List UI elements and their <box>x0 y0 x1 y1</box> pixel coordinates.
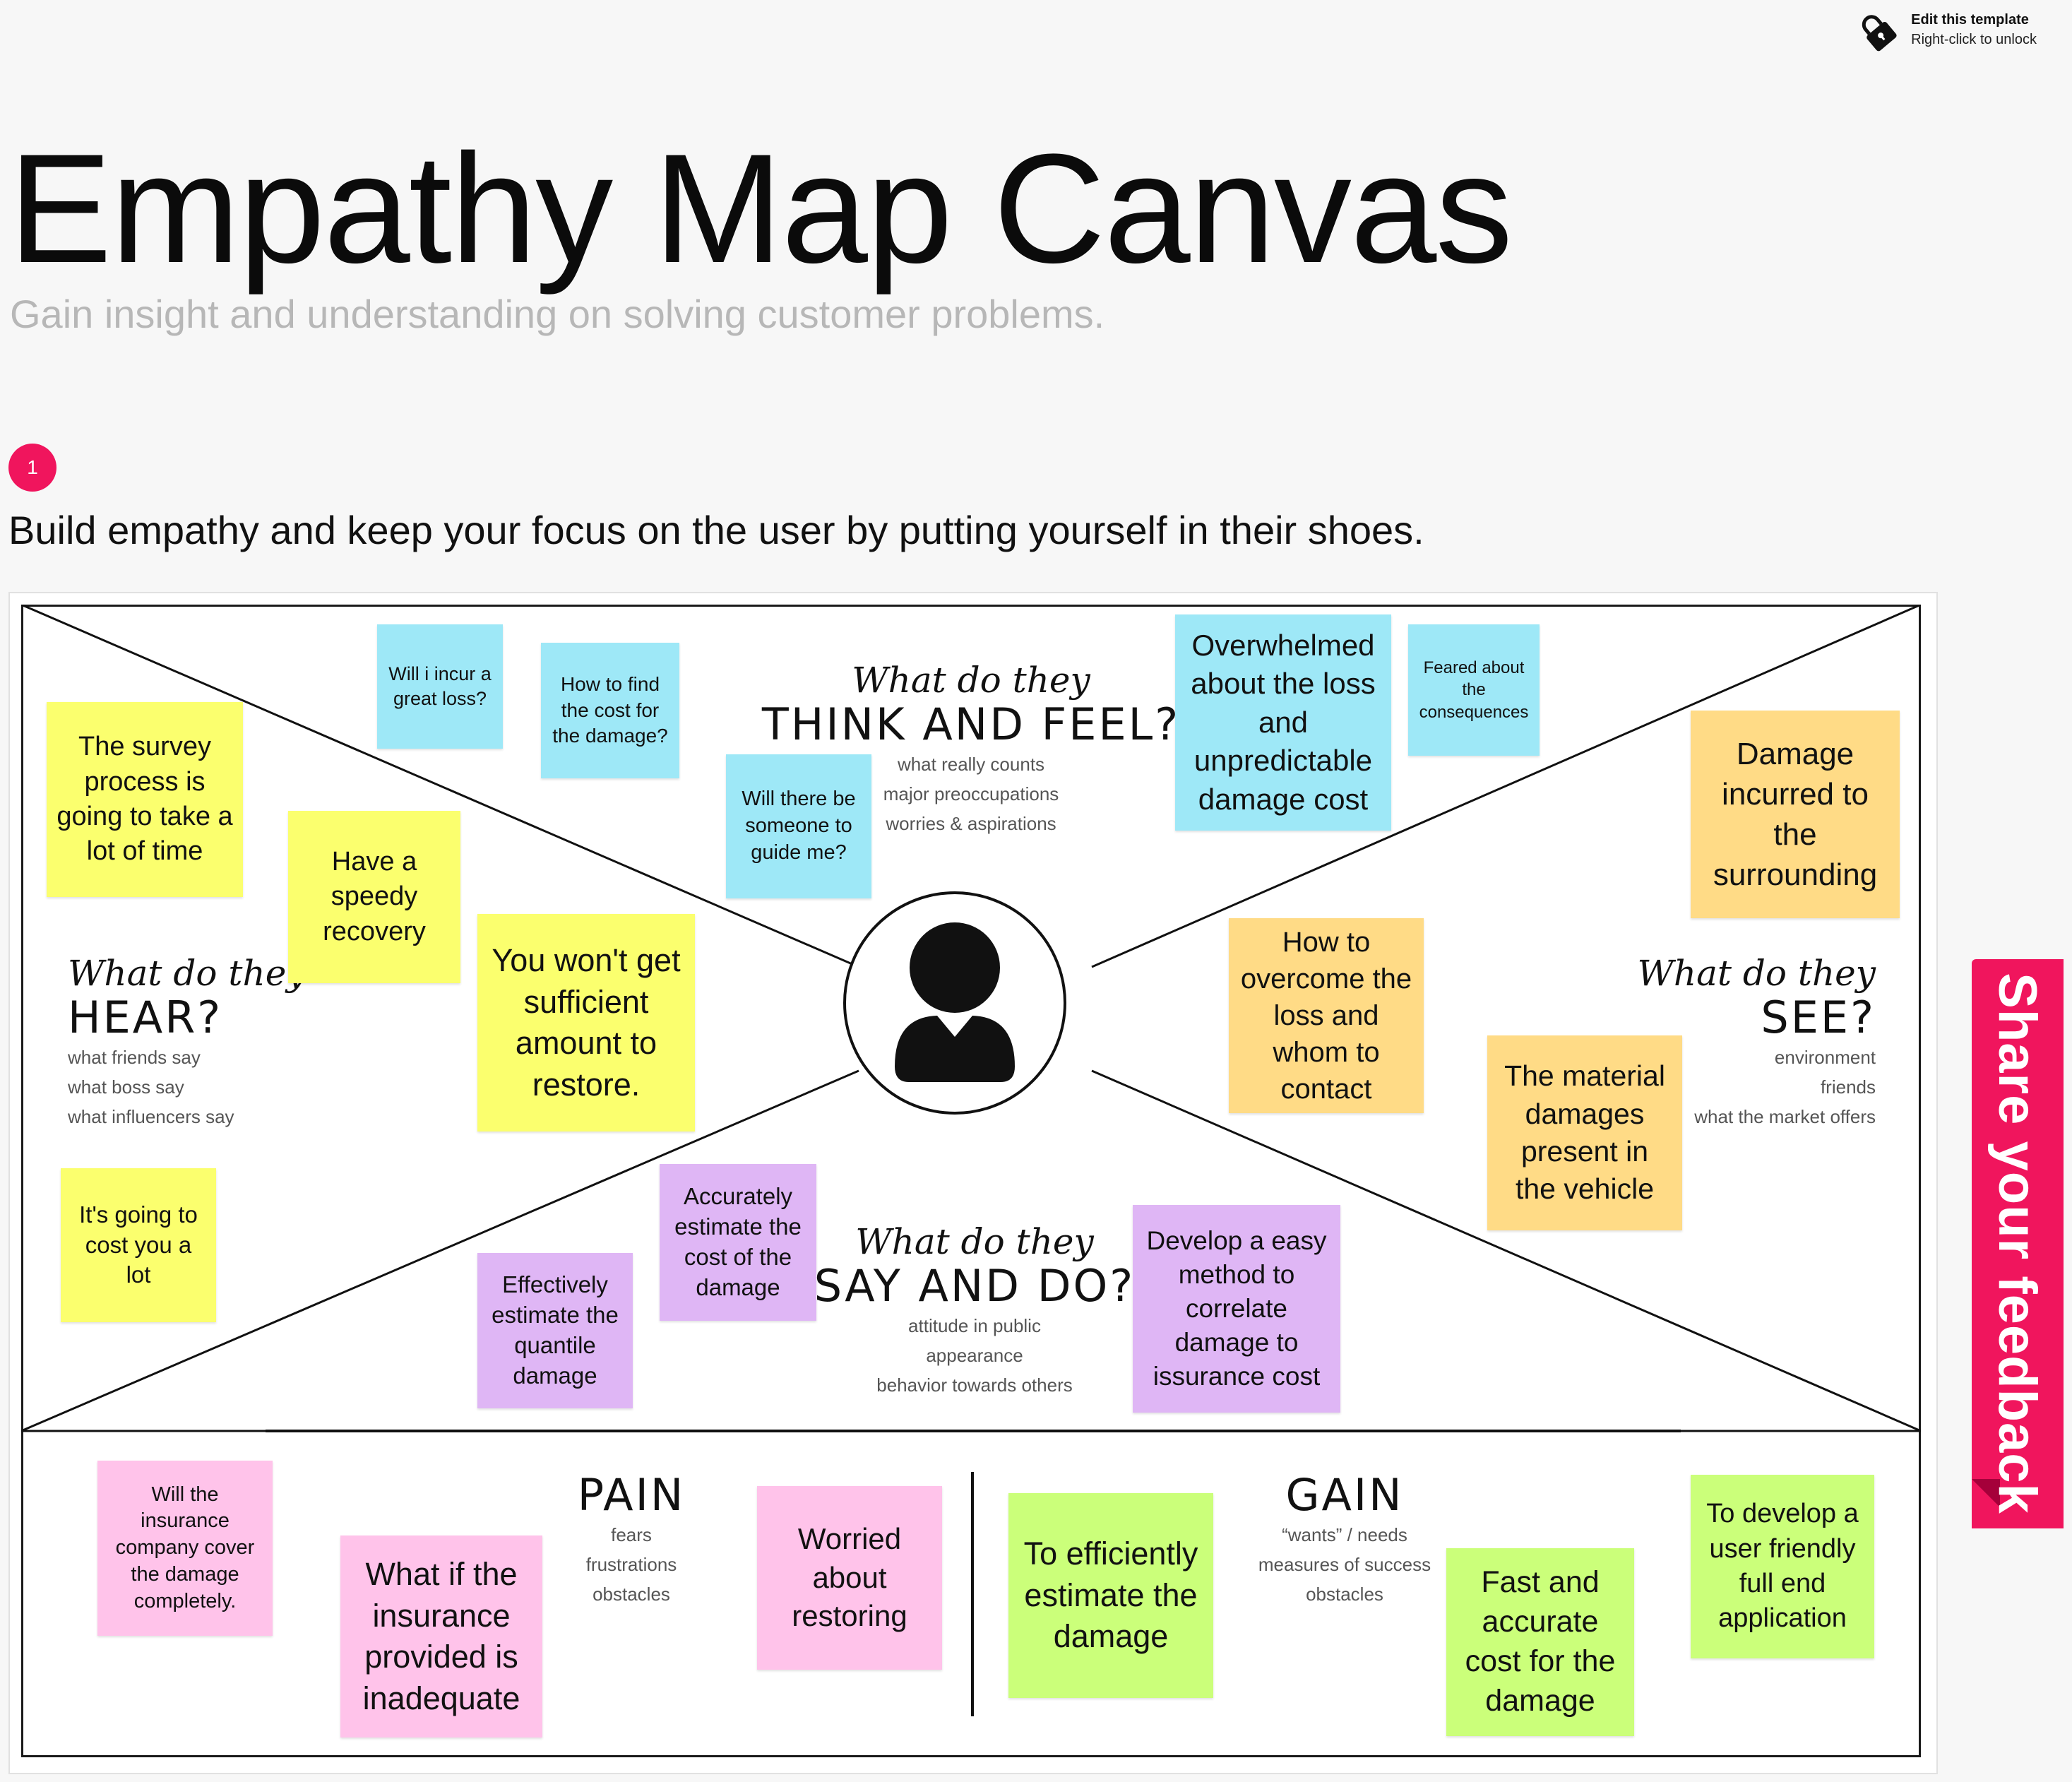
think-feel-hint: what really counts <box>897 754 1045 775</box>
sticky-note-pain[interactable]: What if the insurance provided is inadeq… <box>340 1536 542 1738</box>
share-feedback-label: Share your feedback <box>1987 972 2047 1514</box>
sticky-note-pain[interactable]: Worried about restoring <box>757 1486 942 1670</box>
hear-heading: HEAR? <box>68 992 223 1043</box>
edit-template-hint[interactable]: Edit this template Right-click to unlock <box>1856 10 2037 52</box>
pain-section-label: PAIN fears frustrations obstacles <box>525 1471 737 1609</box>
sticky-note-gain[interactable]: Fast and accurate cost for the damage <box>1446 1548 1634 1736</box>
step-instruction: Build empathy and keep your focus on the… <box>8 508 1424 552</box>
hear-section-label: What do they HEAR? what friends say what… <box>68 954 350 1131</box>
say-do-script: What do they <box>855 1221 1094 1262</box>
persona-avatar <box>843 891 1066 1115</box>
say-do-section-label: What do they SAY AND DO? attitude in pub… <box>777 1222 1172 1400</box>
board-dividers <box>21 605 1921 1716</box>
sticky-note-hear[interactable]: Have a speedy recovery <box>288 811 460 983</box>
gain-hint: “wants” / needs <box>1282 1524 1407 1545</box>
share-feedback-tab[interactable] <box>1972 959 2064 1528</box>
sticky-note-hear[interactable]: You won't get sufficient amount to resto… <box>477 914 695 1131</box>
think-feel-hint: major preoccupations <box>883 783 1059 804</box>
gain-hint: measures of success <box>1258 1554 1431 1575</box>
user-icon <box>895 922 1015 1082</box>
page-subtitle: Gain insight and understanding on solvin… <box>10 292 1105 336</box>
sticky-note-say-do[interactable]: Develop a easy method to correlate damag… <box>1133 1205 1340 1413</box>
pain-hint: obstacles <box>593 1584 670 1605</box>
say-do-hint: attitude in public <box>908 1315 1041 1336</box>
sticky-note-gain[interactable]: To efficiently estimate the damage <box>1008 1493 1213 1698</box>
think-feel-hint: worries & aspirations <box>886 813 1056 834</box>
sticky-note-think[interactable]: How to find the cost for the damage? <box>541 643 679 778</box>
pain-heading: PAIN <box>577 1469 686 1521</box>
hear-hint: what influencers say <box>68 1106 234 1127</box>
gain-section-label: GAIN “wants” / needs measures of success… <box>1239 1471 1451 1609</box>
sticky-note-pain[interactable]: Will the insurance company cover the dam… <box>97 1461 273 1636</box>
sticky-note-gain[interactable]: To develop a user friendly full end appl… <box>1691 1475 1874 1658</box>
see-hint: friends <box>1820 1076 1876 1098</box>
sticky-note-say-do[interactable]: Effectively estimate the quantile damage <box>477 1253 633 1408</box>
sticky-note-hear[interactable]: The survey process is going to take a lo… <box>47 702 243 897</box>
think-feel-script: What do they <box>852 660 1090 701</box>
page-title: Empathy Map Canvas <box>8 121 1513 295</box>
sticky-note-see[interactable]: The material damages present in the vehi… <box>1487 1035 1682 1230</box>
think-feel-section-label: What do they THINK AND FEEL? what really… <box>759 660 1183 838</box>
feedback-tab-fold <box>1972 1479 2000 1507</box>
sticky-note-say-do[interactable]: Accurately estimate the cost of the dama… <box>660 1164 816 1321</box>
sticky-note-see[interactable]: How to overcome the loss and whom to con… <box>1229 918 1424 1113</box>
pain-hint: frustrations <box>585 1554 677 1575</box>
sticky-note-think[interactable]: Will there be someone to guide me? <box>726 754 871 898</box>
say-do-heading: SAY AND DO? <box>814 1260 1136 1312</box>
pain-hint: fears <box>611 1524 652 1545</box>
sticky-note-think[interactable]: Feared about the consequences <box>1408 624 1540 756</box>
see-hint: what the market offers <box>1694 1106 1876 1127</box>
say-do-hint: behavior towards others <box>876 1374 1073 1396</box>
see-script: What do they <box>1637 953 1876 994</box>
see-heading: SEE? <box>1761 992 1876 1043</box>
say-do-hint: appearance <box>926 1345 1023 1366</box>
share-feedback-button[interactable]: Share your feedback <box>1977 972 2056 1514</box>
sticky-note-hear[interactable]: It's going to cost you a lot <box>61 1168 216 1322</box>
gain-hint: obstacles <box>1306 1584 1383 1605</box>
see-hint: environment <box>1774 1047 1876 1068</box>
edit-template-subtitle: Right-click to unlock <box>1911 32 2037 47</box>
lock-icon <box>1862 15 1897 52</box>
hear-hint: what friends say <box>68 1047 201 1068</box>
gain-heading: GAIN <box>1285 1469 1404 1521</box>
hear-hint: what boss say <box>68 1076 184 1098</box>
sticky-note-think[interactable]: Will i incur a great loss? <box>377 624 503 749</box>
see-section-label: What do they SEE? environment friends wh… <box>1593 954 1876 1131</box>
think-feel-heading: THINK AND FEEL? <box>761 699 1181 750</box>
hear-script: What do they <box>68 953 306 994</box>
sticky-note-think[interactable]: Overwhelmed about the loss and unpredict… <box>1175 614 1391 831</box>
edit-template-title: Edit this template <box>1911 12 2029 28</box>
sticky-note-see[interactable]: Damage incurred to the surrounding <box>1691 711 1900 918</box>
step-badge: 1 <box>8 444 56 492</box>
